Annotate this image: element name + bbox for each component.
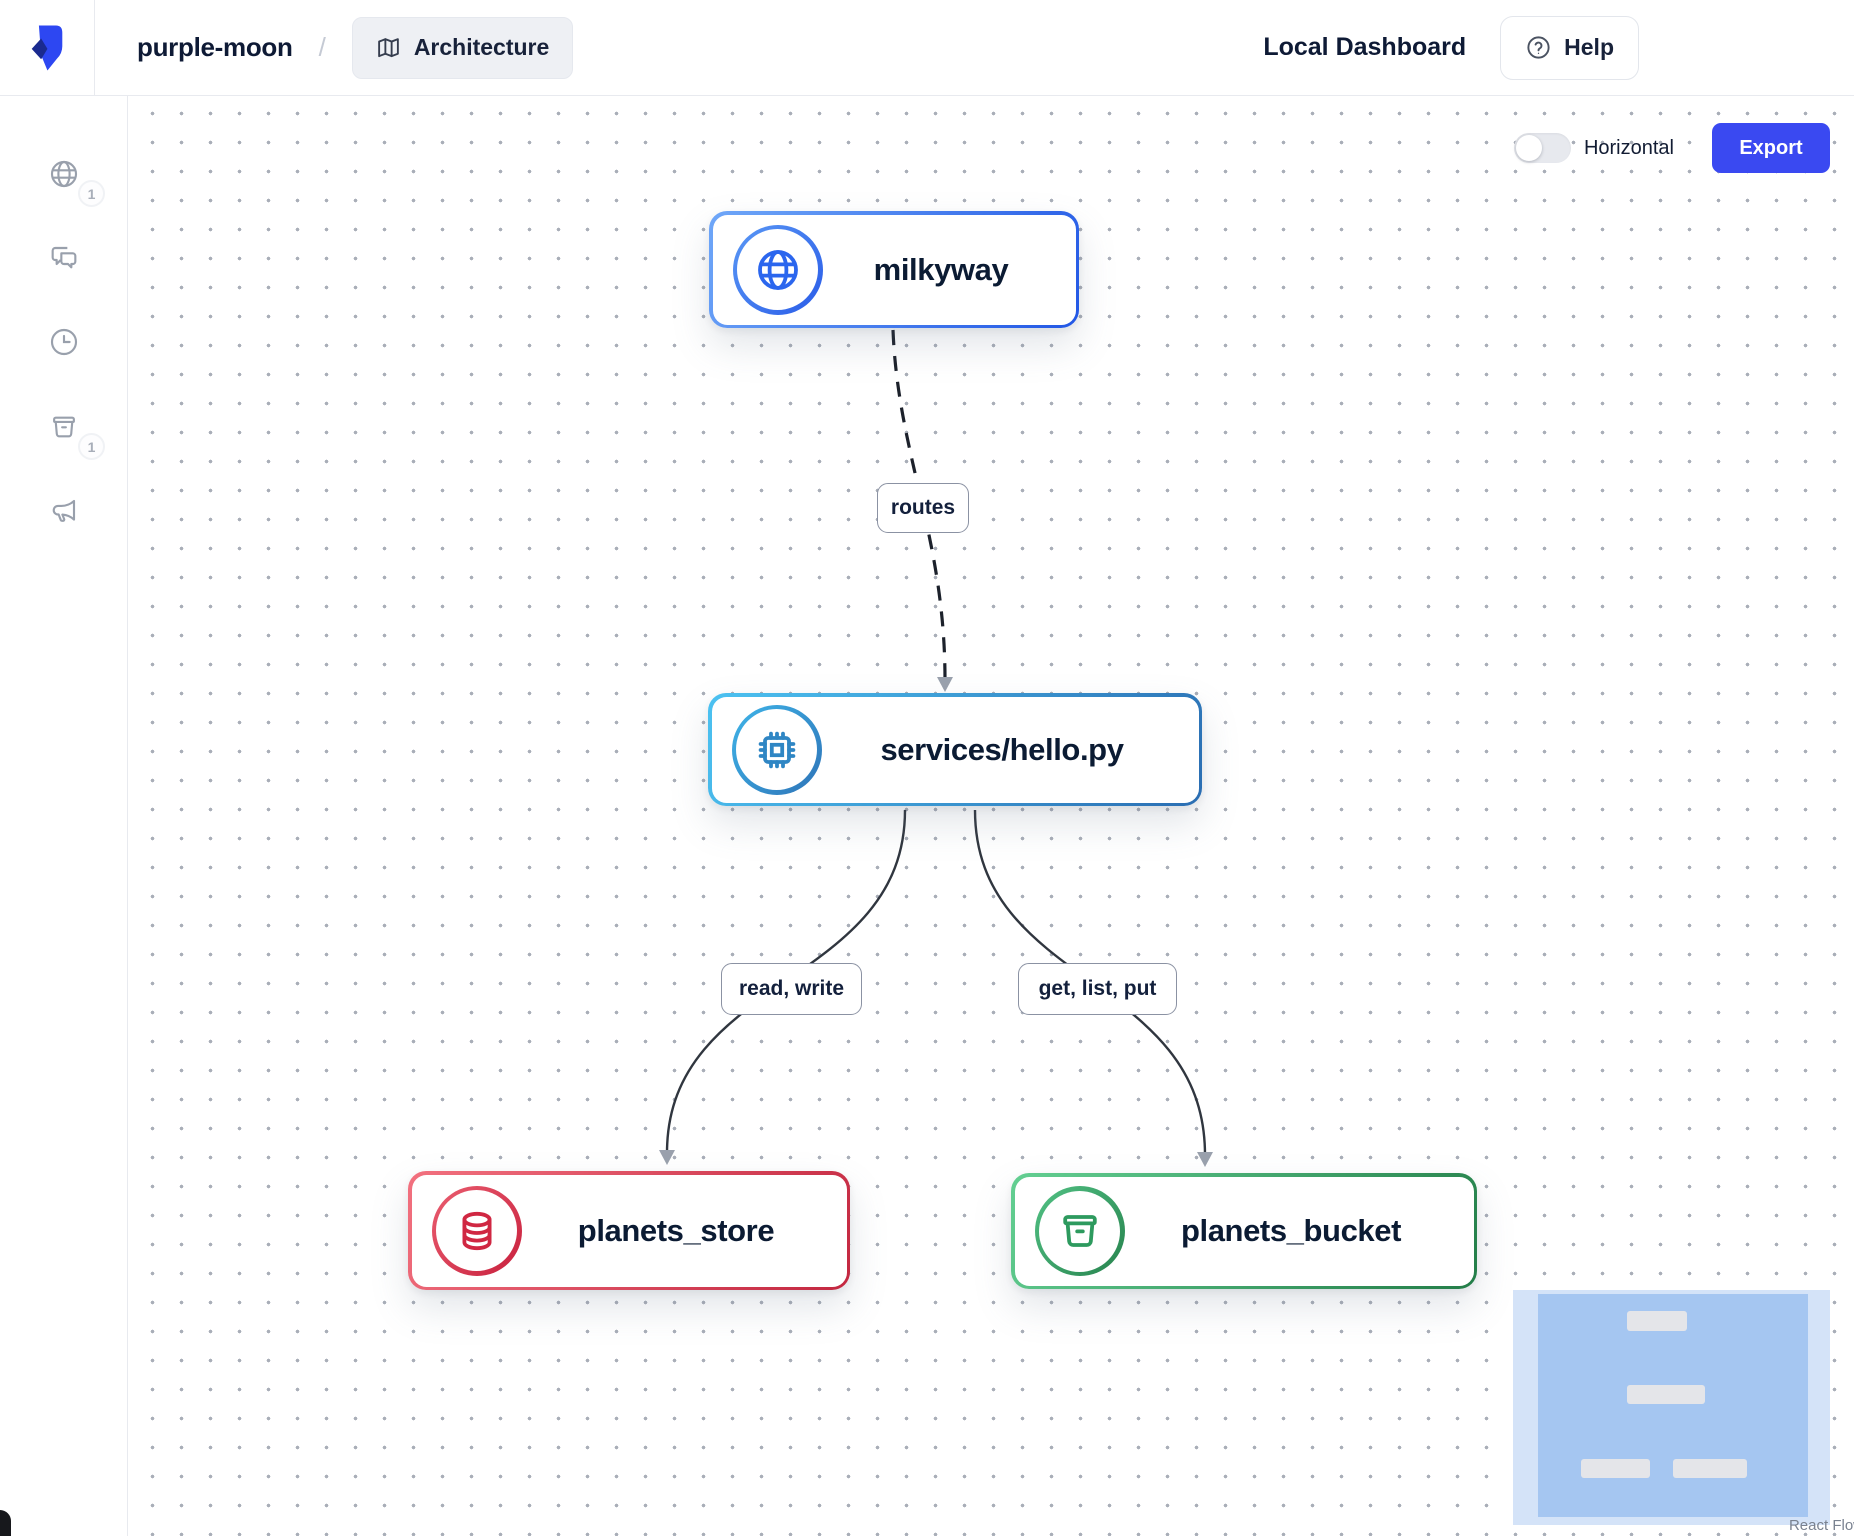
edge-label-read-write[interactable]: read, write xyxy=(721,963,862,1015)
node-services-icon-ring xyxy=(731,704,822,795)
node-planets-bucket[interactable]: planets_bucket xyxy=(1011,1173,1477,1289)
horizontal-toggle[interactable] xyxy=(1513,133,1571,163)
sidebar-item-announcements[interactable] xyxy=(0,495,128,527)
local-dashboard-title: Local Dashboard xyxy=(1263,33,1467,61)
node-planets-store[interactable]: planets_store xyxy=(408,1171,850,1290)
edge-read-write-arrowhead xyxy=(659,1150,675,1165)
react-flow-attribution[interactable]: React Flow xyxy=(1788,1517,1854,1534)
cpu-icon xyxy=(758,731,795,768)
node-store-icon-ring xyxy=(431,1185,522,1276)
sidebar-item-traces[interactable] xyxy=(0,326,128,358)
minimap-node-store xyxy=(1581,1459,1650,1478)
node-services-label: services/hello.py xyxy=(880,731,1124,767)
export-button[interactable]: Export xyxy=(1712,123,1830,173)
edge-label-routes-text: routes xyxy=(890,496,956,519)
logo-icon xyxy=(31,25,63,70)
sidebar-badge-storage: 1 xyxy=(78,433,105,460)
bucket-icon xyxy=(53,416,75,438)
edge-routes-arrowhead xyxy=(937,677,953,692)
tab-architecture-label: Architecture xyxy=(413,34,550,60)
node-bucket-icon-ring xyxy=(1034,1186,1125,1276)
canvas-controls: Horizontal Export xyxy=(1513,123,1830,173)
chat-icon xyxy=(51,246,77,269)
minimap[interactable] xyxy=(1513,1290,1830,1525)
help-button-label: Help xyxy=(1564,34,1614,60)
database-icon xyxy=(461,1211,492,1250)
horizontal-toggle-label: Horizontal xyxy=(1583,136,1674,159)
tab-architecture[interactable]: Architecture xyxy=(351,16,574,79)
help-button[interactable]: Help xyxy=(1500,15,1639,80)
horizontal-toggle-knob[interactable] xyxy=(1515,135,1542,161)
minimap-node-services xyxy=(1627,1385,1705,1404)
breadcrumb-project-name[interactable]: purple-moon xyxy=(137,32,293,62)
top-bar: purple-moon / Architecture Local Dashboa… xyxy=(0,0,1854,96)
edge-get-list-put-arrowhead xyxy=(1197,1152,1213,1167)
bucket-icon xyxy=(1062,1215,1097,1247)
node-milkyway-label: milkyway xyxy=(873,251,1009,287)
minimap-viewport[interactable] xyxy=(1538,1294,1808,1517)
edge-label-get-list-put-text: get, list, put xyxy=(1038,977,1157,1000)
flow-canvas[interactable]: routes read, write get, list, put milkyw… xyxy=(128,96,1854,1536)
node-store-label: planets_store xyxy=(577,1212,775,1248)
edge-label-routes[interactable]: routes xyxy=(877,483,969,533)
node-bucket-label: planets_bucket xyxy=(1180,1213,1402,1248)
globe-icon xyxy=(757,249,798,290)
minimap-node-milkyway xyxy=(1627,1311,1687,1331)
app-logo[interactable] xyxy=(0,0,95,95)
node-milkyway-icon-ring xyxy=(732,224,823,315)
node-milkyway[interactable]: milkyway xyxy=(709,211,1079,328)
map-icon xyxy=(378,38,399,58)
megaphone-icon xyxy=(52,499,76,522)
minimap-node-bucket xyxy=(1673,1459,1747,1478)
sidebar-item-storage[interactable]: 1 xyxy=(0,411,128,460)
sidebar-item-requests[interactable] xyxy=(0,242,128,274)
globe-icon xyxy=(50,160,78,188)
sidebar-badge-apis: 1 xyxy=(78,180,105,207)
left-sidebar: 1 1 xyxy=(0,96,128,1536)
page-corner-artifact xyxy=(0,1510,11,1536)
edge-label-get-list-put[interactable]: get, list, put xyxy=(1018,963,1177,1015)
question-circle-icon xyxy=(1527,36,1550,59)
sidebar-item-api-explorer[interactable]: 1 xyxy=(0,158,128,207)
node-services-hello[interactable]: services/hello.py xyxy=(708,693,1202,806)
breadcrumb-separator: / xyxy=(318,32,326,62)
edge-label-read-write-text: read, write xyxy=(738,977,845,1000)
clock-icon xyxy=(50,328,78,356)
